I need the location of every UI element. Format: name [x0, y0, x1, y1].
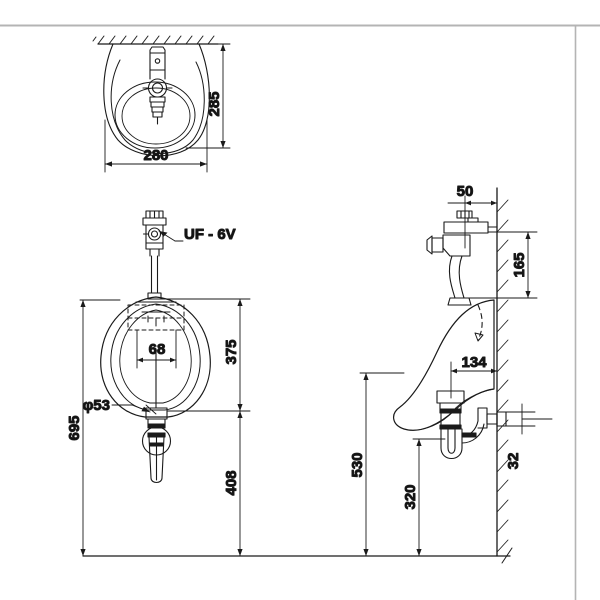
- dim-phi53-leader: [111, 404, 151, 413]
- dim-32: [505, 403, 553, 435]
- dim-695-text: 695: [66, 415, 83, 440]
- side-elevation-view: 50 165 134 530: [349, 183, 553, 557]
- floor-line-group: [82, 547, 513, 564]
- dim-375-text: 375: [223, 339, 240, 364]
- front-rim-solid: [135, 301, 177, 327]
- dim-285-text: 285: [206, 91, 223, 116]
- side-spray-arrowhead: [474, 332, 484, 342]
- top-view-inner-rim: [114, 81, 196, 149]
- dim-165-text: 165: [511, 252, 528, 277]
- top-plan-view: 285 280: [92, 35, 231, 173]
- top-view-bowl-contour-2: [110, 59, 205, 154]
- front-elevation-view: UF - 6V 68: [66, 210, 251, 557]
- dim-530-text: 530: [349, 452, 366, 477]
- top-view-flush-valve: [142, 46, 173, 125]
- dim-285: [185, 43, 231, 149]
- dim-phi53-text: φ53: [83, 397, 110, 414]
- dim-375: [160, 298, 251, 412]
- dim-50: [447, 187, 498, 249]
- image-border: [0, 24, 600, 600]
- dim-134-text: 134: [461, 354, 487, 371]
- floor-line-hatch-mark: [501, 547, 513, 564]
- dim-280-text: 280: [143, 147, 168, 164]
- dim-50-text: 50: [457, 183, 474, 200]
- flush-valve-leader: [158, 230, 184, 242]
- dim-320: [412, 438, 446, 557]
- dim-530: [359, 372, 405, 557]
- dim-32-text: 32: [505, 453, 522, 470]
- side-spray-indicator: [477, 304, 483, 341]
- dim-408-text: 408: [223, 470, 240, 495]
- top-view-inner-rim-2: [121, 87, 191, 145]
- dim-68-text: 68: [149, 341, 166, 358]
- flush-valve-label: UF - 6V: [184, 226, 236, 243]
- side-view-wall-hatch: [496, 199, 509, 553]
- dim-320-text: 320: [402, 484, 419, 509]
- dim-695: [79, 299, 121, 557]
- dim-280: [104, 119, 208, 173]
- front-waste-outlet: [141, 351, 172, 484]
- top-view-wall-hatch: [92, 35, 215, 45]
- dim-134: [450, 361, 498, 399]
- front-bowl-contour-2: [110, 303, 201, 411]
- dim-408: [237, 410, 243, 557]
- top-view-bowl-outline: [103, 43, 210, 157]
- dim-165: [459, 231, 538, 299]
- front-bowl-outer: [100, 296, 211, 418]
